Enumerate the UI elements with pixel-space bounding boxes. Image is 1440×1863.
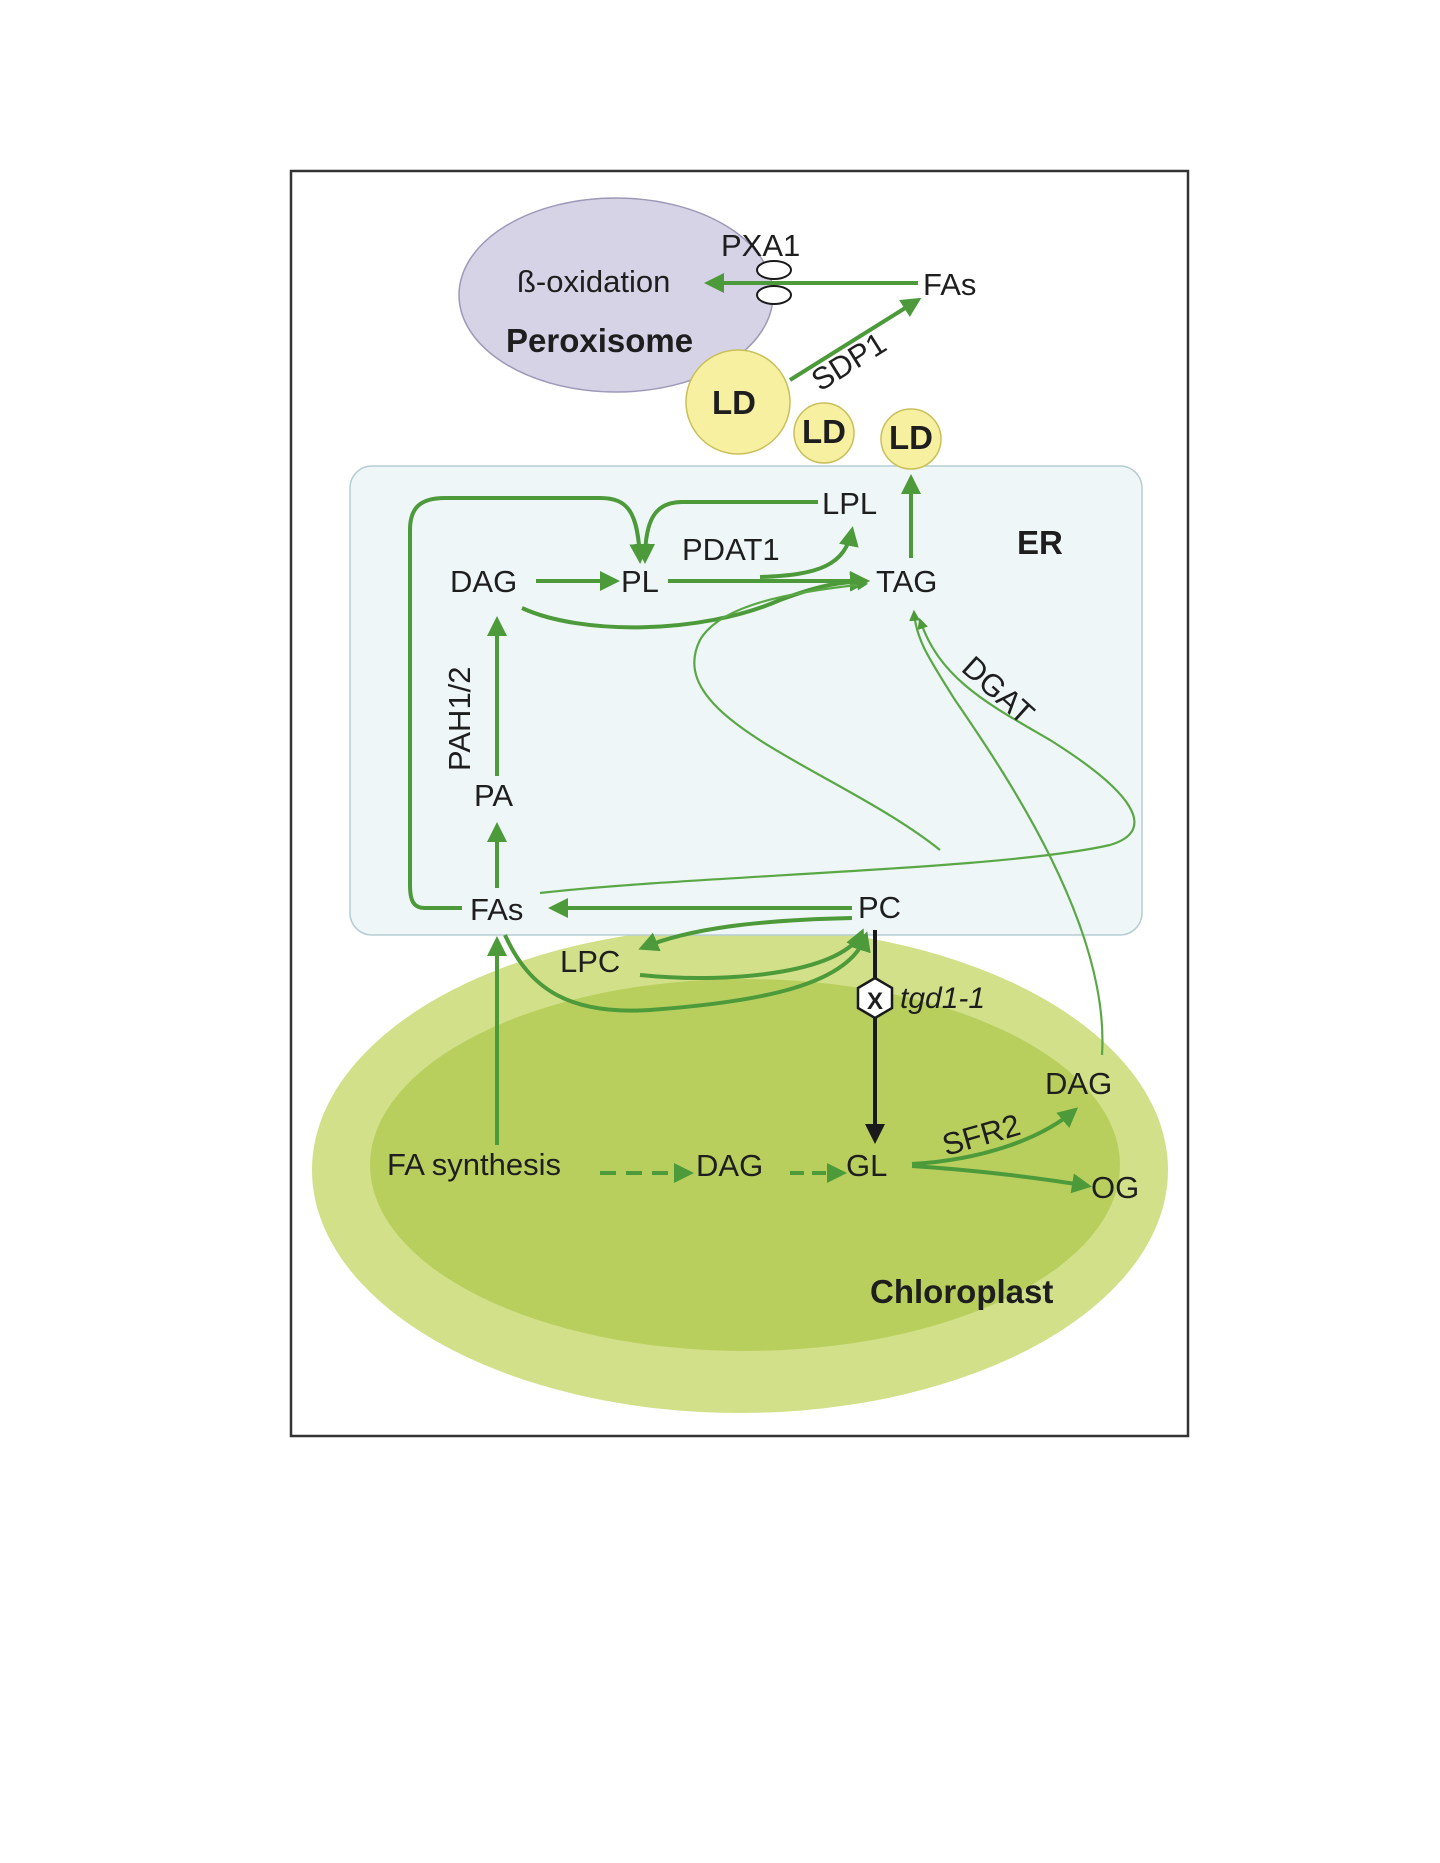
arrow-fas-to-tag-s-curve bbox=[693, 579, 941, 851]
chloroplast-inner-membrane bbox=[370, 979, 1120, 1351]
pxa1-label: PXA1 bbox=[721, 228, 800, 263]
arrow-ld-to-fas-sdp1 bbox=[788, 297, 922, 382]
peroxisome-title: Peroxisome bbox=[506, 322, 693, 359]
pah-label: PAH1/2 bbox=[442, 666, 477, 771]
arrow-chloroplast-dag-to-tag bbox=[909, 609, 1104, 1056]
lipid-droplet-label-1: LD bbox=[712, 384, 756, 421]
arrow-pc-to-lpc bbox=[638, 916, 853, 952]
arrow-dag-to-tag-curve bbox=[521, 571, 870, 630]
pa-label: PA bbox=[474, 778, 513, 813]
er-fas-label: FAs bbox=[470, 892, 523, 927]
lipid-droplet-label-2: LD bbox=[802, 413, 846, 450]
pl-label: PL bbox=[621, 564, 659, 599]
arrow-pl-to-lpl bbox=[759, 526, 859, 579]
lipid-droplet-medium bbox=[793, 402, 855, 464]
pc-label: PC bbox=[858, 890, 901, 925]
lpl-label: LPL bbox=[822, 486, 877, 521]
tag-label: TAG bbox=[876, 564, 937, 599]
lpc-label: LPC bbox=[560, 944, 620, 979]
gl-label: GL bbox=[846, 1148, 887, 1183]
lipid-droplet-label-3: LD bbox=[889, 419, 933, 456]
chloroplast-dag-label: DAG bbox=[696, 1148, 763, 1183]
arrow-fas-to-tag-dgat bbox=[539, 617, 1136, 895]
chloroplast-dag-out-label: DAG bbox=[1045, 1066, 1112, 1101]
lipid-droplet-small bbox=[880, 408, 942, 470]
tgd1-block-icon: X bbox=[856, 976, 894, 1020]
tgd1-mutant-label: tgd1-1 bbox=[900, 982, 985, 1015]
arrow-fas-to-pc-arc bbox=[503, 931, 871, 1013]
chloroplast-title: Chloroplast bbox=[870, 1273, 1053, 1310]
peroxisome-fas-label: FAs bbox=[923, 267, 976, 302]
er-title: ER bbox=[1017, 524, 1063, 561]
er-dag-label: DAG bbox=[450, 564, 517, 599]
arrow-gl-to-dag-sfr2 bbox=[911, 1107, 1079, 1166]
og-label: OG bbox=[1091, 1170, 1139, 1205]
lipid-droplet-large bbox=[685, 349, 791, 455]
pxa1-transporter-icon bbox=[756, 260, 792, 305]
beta-oxidation-label: ß-oxidation bbox=[517, 264, 670, 299]
er-compartment bbox=[349, 465, 1143, 936]
fa-synthesis-label: FA synthesis bbox=[387, 1147, 561, 1182]
pathway-arrows bbox=[408, 273, 1136, 1194]
arrow-gl-to-og bbox=[911, 1164, 1092, 1194]
tgd1-block-symbol: X bbox=[867, 988, 883, 1015]
pdat1-label: PDAT1 bbox=[682, 532, 780, 567]
arrow-fas-loop-to-pl bbox=[408, 496, 650, 910]
